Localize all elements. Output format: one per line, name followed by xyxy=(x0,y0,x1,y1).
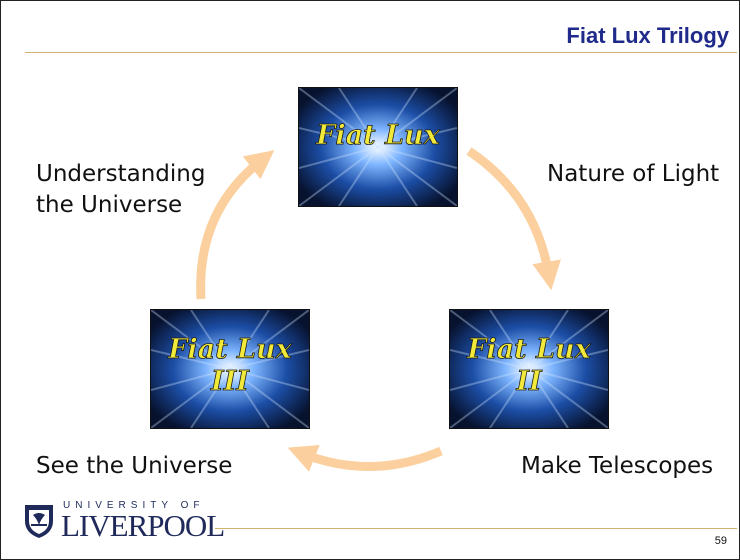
university-crest-icon xyxy=(23,503,55,544)
panel-title: Fiat Lux xyxy=(167,334,292,365)
panel-title: Fiat Lux xyxy=(315,120,440,151)
fiat-lux-panel-top: Fiat Lux xyxy=(298,87,458,207)
logo-small-text: UNIVERSITY OF xyxy=(63,500,205,511)
title-divider xyxy=(25,52,737,53)
label-make-telescopes: Make Telescopes xyxy=(521,453,714,479)
slide-title: Fiat Lux Trilogy xyxy=(566,23,729,48)
label-line: Understanding xyxy=(36,161,206,187)
curved-arrow-icon xyxy=(196,150,275,300)
label-line: the Universe xyxy=(36,192,183,218)
label-understanding: Understanding the Universe xyxy=(36,159,205,221)
fiat-lux-panel-left: Fiat Lux III xyxy=(150,309,310,429)
logo-wordmark: LIVERPOOL xyxy=(61,508,225,543)
fiat-lux-panel-right: Fiat Lux II xyxy=(449,309,609,429)
page-number: 59 xyxy=(714,535,727,547)
curved-arrow-icon xyxy=(466,147,561,291)
panel-title: Fiat Lux xyxy=(466,334,591,365)
curved-arrow-icon xyxy=(287,444,443,472)
panel-numeral: III xyxy=(210,366,250,397)
panel-numeral: II xyxy=(515,366,543,397)
label-see-universe: See the Universe xyxy=(36,453,233,479)
footer-divider xyxy=(215,528,737,529)
label-nature-of-light: Nature of Light xyxy=(547,161,720,187)
